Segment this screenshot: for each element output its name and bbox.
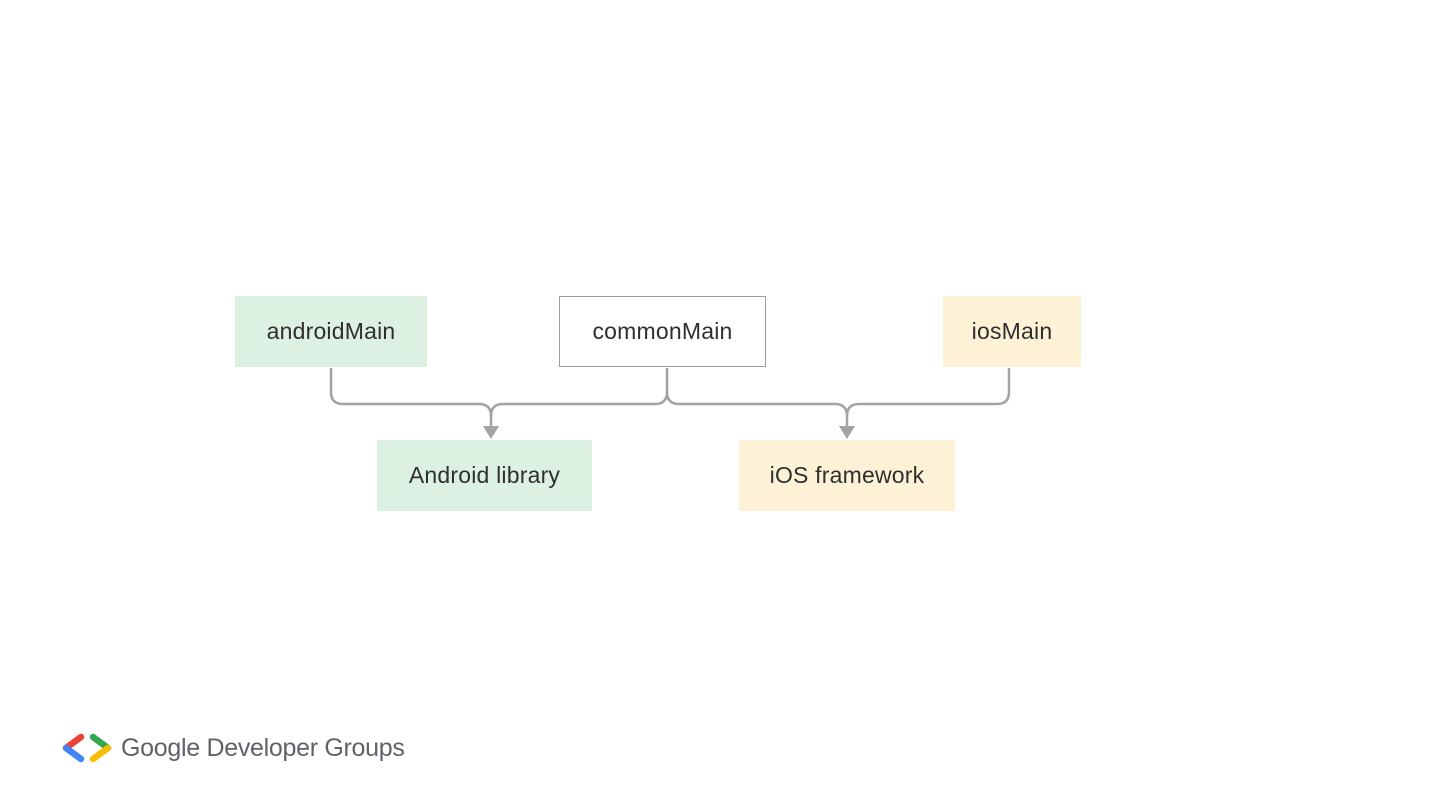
edge-commonMain-to-android-library	[489, 368, 669, 417]
arrowhead-android-library	[483, 426, 499, 439]
gdg-logo-icon	[62, 733, 112, 763]
edge-androidMain-to-android-library	[329, 368, 493, 426]
brand-footer: Google Developer Groups	[62, 730, 405, 766]
node-ios-framework-label: iOS framework	[769, 462, 925, 488]
node-commonMain-label: commonMain	[592, 318, 733, 344]
brand-name: Google Developer Groups	[121, 733, 405, 762]
node-androidMain-label: androidMain	[266, 318, 396, 344]
node-androidMain: androidMain	[235, 296, 427, 367]
edge-iosMain-to-ios-framework	[845, 368, 1011, 417]
node-ios-framework: iOS framework	[739, 440, 955, 511]
node-iosMain-label: iosMain	[971, 318, 1053, 344]
edge-commonMain-to-ios-framework	[665, 391, 849, 426]
node-android-library-label: Android library	[408, 462, 561, 488]
node-android-library: Android library	[377, 440, 592, 511]
node-commonMain: commonMain	[559, 296, 766, 367]
arrowhead-ios-framework	[839, 426, 855, 439]
node-iosMain: iosMain	[943, 296, 1081, 367]
